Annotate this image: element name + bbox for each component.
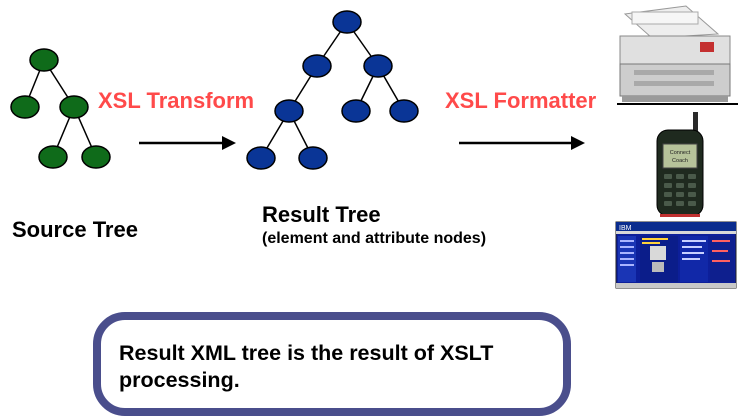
result-tree-sublabel: (element and attribute nodes) [262, 230, 487, 247]
result-tree-label: Result Tree [262, 202, 381, 227]
source-tree-label: Source Tree [12, 217, 138, 242]
result-node [363, 54, 393, 78]
svg-text:Connect: Connect [670, 150, 691, 156]
result-node [332, 10, 362, 34]
source-node [81, 145, 111, 169]
web-page-screenshot: IBM [615, 221, 737, 289]
source-node [29, 48, 59, 72]
mobile-phone-icon: Connect Coach [656, 112, 704, 217]
result-node [389, 99, 419, 123]
xsl-formatter-label: XSL Formatter [445, 88, 597, 113]
xsl-transform-label: XSL Transform [98, 88, 255, 113]
svg-text:Coach: Coach [672, 158, 688, 164]
result-node [246, 146, 276, 170]
result-node [298, 146, 328, 170]
result-node [302, 54, 332, 78]
source-node [38, 145, 68, 169]
source-node [59, 95, 89, 119]
transform-arrow [139, 136, 236, 150]
note-text: Result XML tree is the result of XSLT pr… [119, 341, 494, 392]
source-node [10, 95, 40, 119]
note-box [93, 312, 571, 416]
result-node [274, 99, 304, 123]
svg-text:IBM: IBM [619, 225, 632, 232]
result-tree [246, 10, 419, 170]
xslt-diagram: Connect Coach IBM [10, 5, 738, 289]
formatter-arrow [459, 136, 585, 150]
source-tree [10, 48, 111, 169]
result-node [341, 99, 371, 123]
printer-icon [619, 5, 731, 102]
